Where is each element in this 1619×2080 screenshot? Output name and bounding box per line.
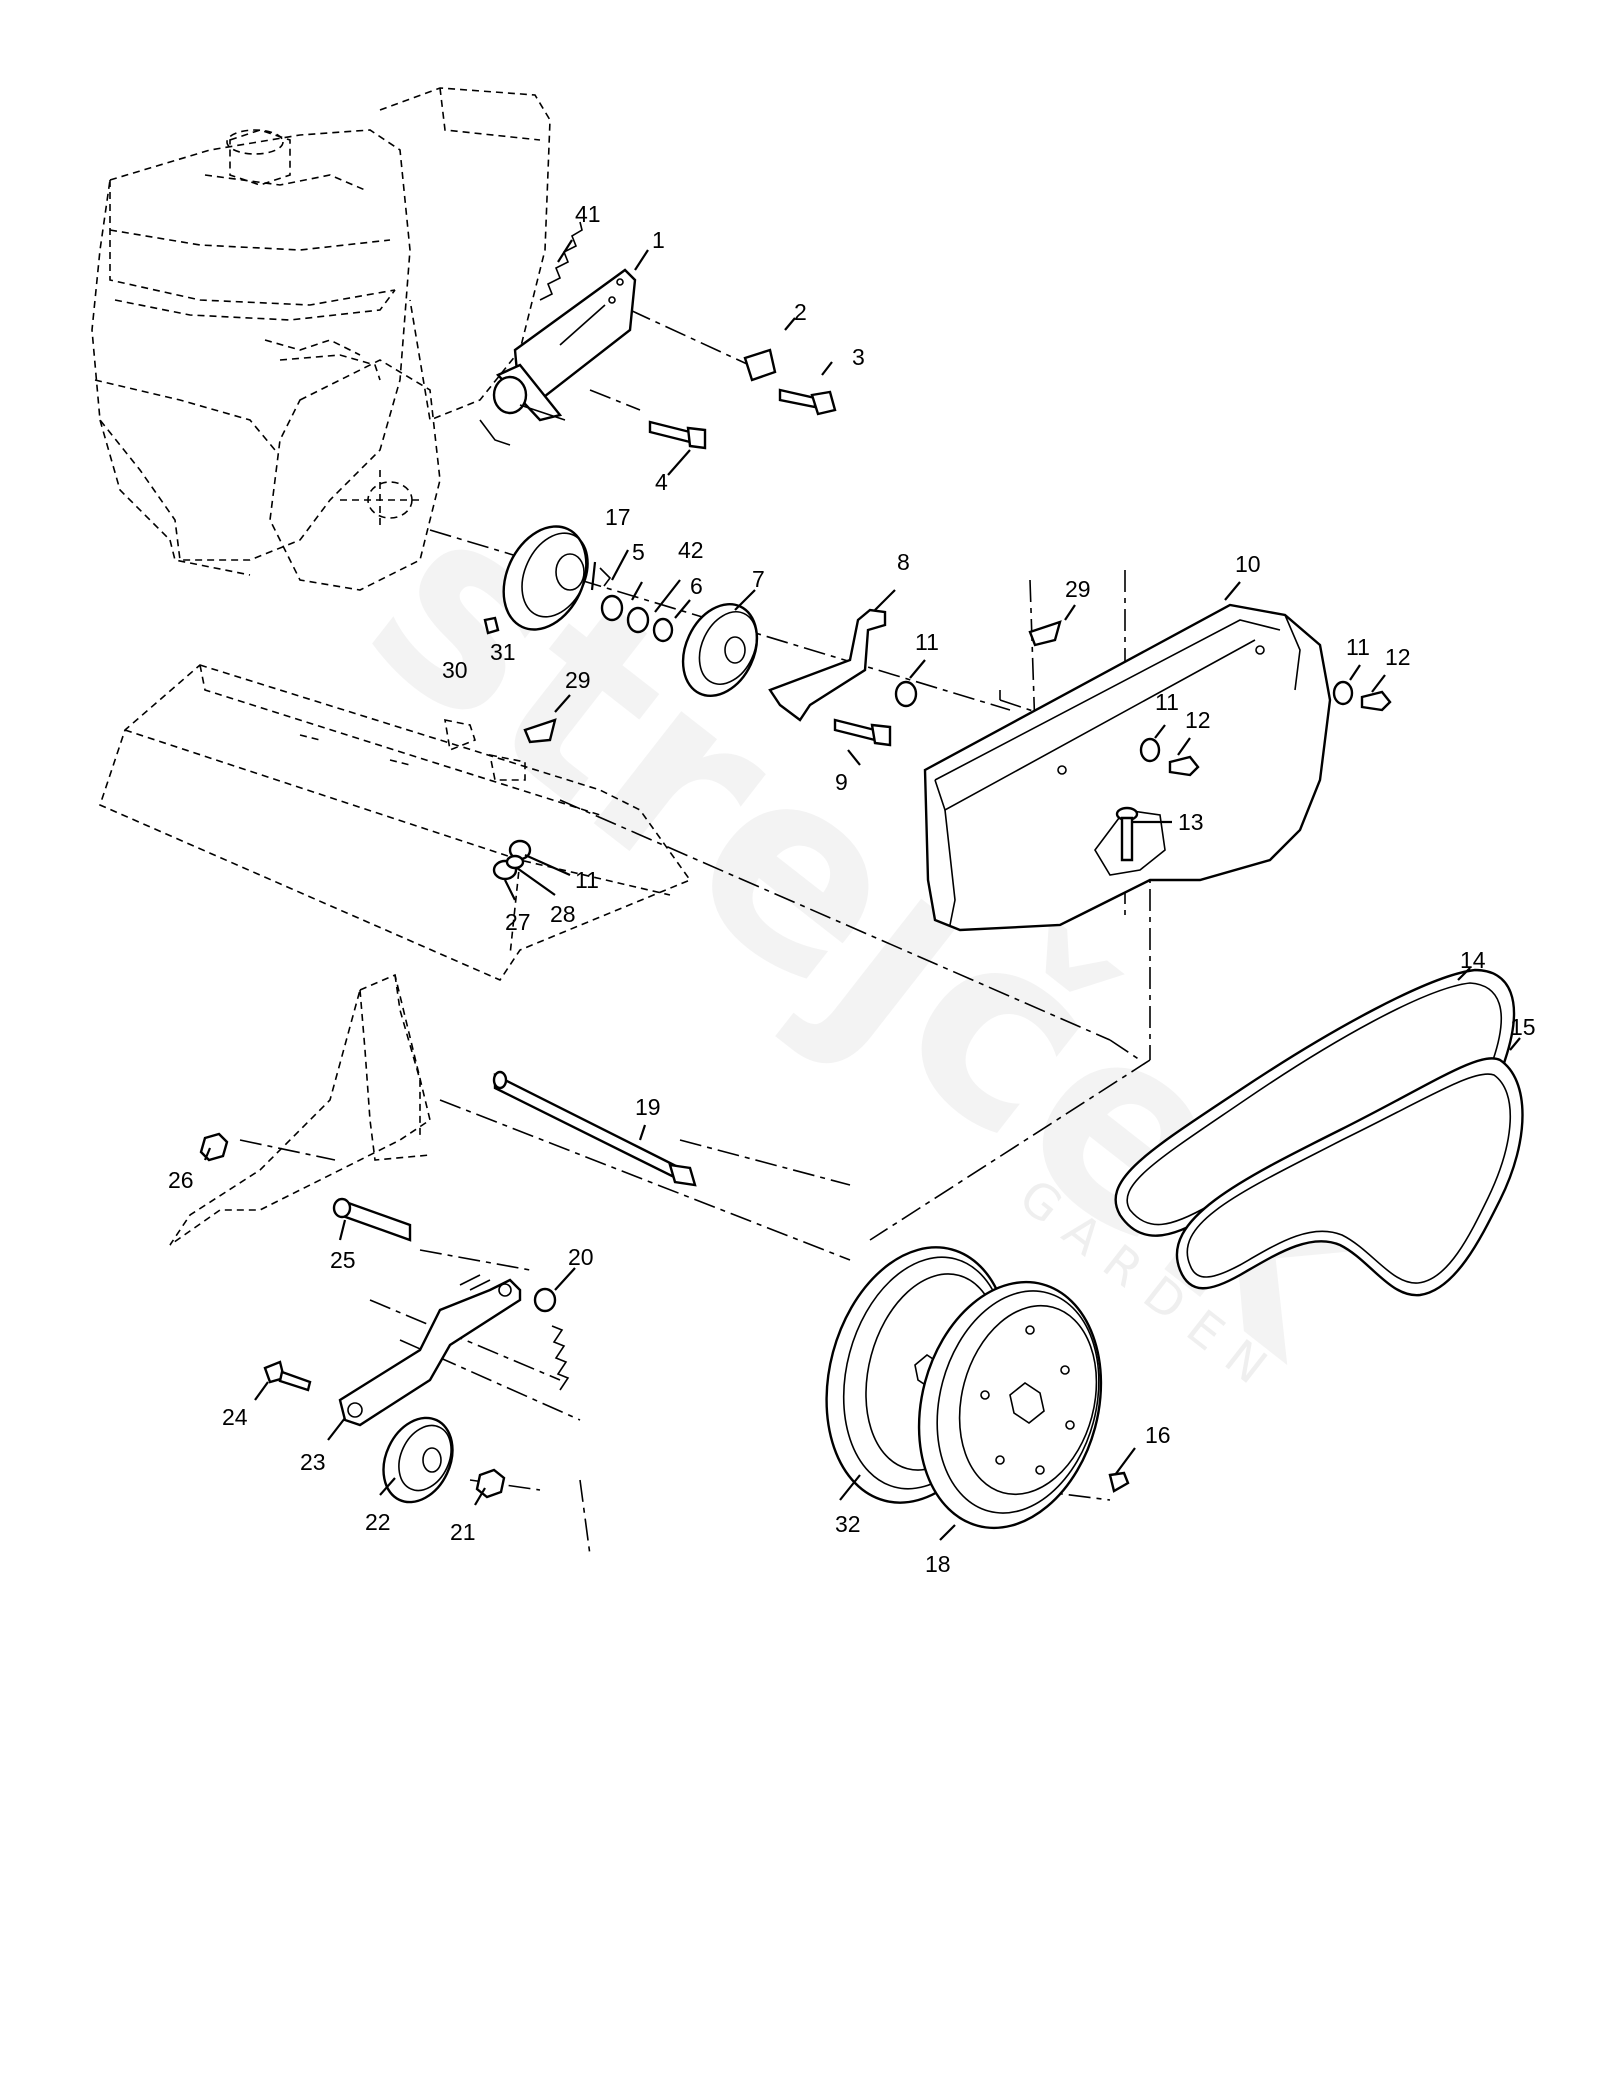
part-9-bolt (833, 718, 892, 747)
callout-9: 9 (835, 769, 848, 795)
callout-12-a: 12 (1185, 707, 1211, 733)
callout-3: 3 (852, 344, 865, 370)
part-1-bracket (479, 268, 637, 446)
part-12-screw-a (1168, 755, 1200, 777)
part-23-arm (338, 1274, 522, 1427)
part-16-clip (1108, 1471, 1130, 1493)
part-42-washer (626, 606, 650, 634)
callout-42: 42 (678, 537, 704, 563)
callout-11-a: 11 (915, 629, 939, 655)
callout-22: 22 (365, 1509, 391, 1535)
callout-labels: 41 1 2 3 4 17 5 42 6 7 8 29 10 11 11 12 … (168, 201, 1536, 1577)
callout-27: 27 (505, 909, 531, 935)
callout-23: 23 (300, 1449, 326, 1475)
callout-18: 18 (925, 1551, 951, 1577)
part-28-washer (505, 854, 525, 870)
part-41-spring (539, 221, 583, 301)
part-29-clip-b (523, 718, 557, 744)
callout-20: 20 (568, 1244, 594, 1270)
callout-41: 41 (575, 201, 601, 227)
watermark-brand: strejček (318, 449, 1435, 1415)
callout-21: 21 (450, 1519, 476, 1545)
callout-7: 7 (752, 566, 765, 592)
part-11-washer-c (1332, 680, 1354, 706)
callout-26: 26 (168, 1167, 194, 1193)
part-26-nut (199, 1132, 229, 1162)
callout-13: 13 (1178, 809, 1204, 835)
callout-19: 19 (635, 1094, 661, 1120)
part-11-washer-b (1139, 737, 1161, 763)
callout-10: 10 (1235, 551, 1261, 577)
callout-24: 24 (222, 1404, 248, 1430)
part-2-clip (743, 348, 777, 382)
part-11-washer-a (894, 680, 918, 708)
part-15-belt (1175, 1057, 1524, 1297)
part-30-pin (483, 616, 500, 635)
part-13-pin (1115, 806, 1139, 862)
assembly-lines (239, 309, 1181, 1556)
callout-12-b: 12 (1385, 644, 1411, 670)
frame-outline (169, 973, 431, 1246)
callout-29-bottom: 29 (565, 667, 591, 693)
callout-1: 1 (652, 227, 665, 253)
callout-29-top: 29 (1065, 576, 1091, 602)
part-3-bolt (778, 388, 837, 416)
part-4-bolt (648, 420, 707, 450)
belt-cover (923, 603, 1332, 932)
part-22-pulley (382, 1416, 454, 1504)
part-25-shaft (332, 1197, 412, 1242)
callout-14: 14 (1460, 947, 1486, 973)
callout-32: 32 (835, 1511, 861, 1537)
engine-outline (91, 87, 551, 591)
callout-31: 31 (490, 639, 516, 665)
callout-2: 2 (794, 299, 807, 325)
part-29-clip-a (1028, 620, 1062, 647)
part-6-washer (652, 617, 674, 643)
part-12-screw-b (1360, 690, 1392, 712)
part-18-pulley (917, 1280, 1103, 1530)
callout-5: 5 (632, 539, 645, 565)
callout-15: 15 (1510, 1014, 1536, 1040)
callout-17: 17 (605, 504, 631, 530)
callout-11-d: 11 (575, 867, 599, 893)
callout-16: 16 (1145, 1422, 1171, 1448)
part-5-nut (600, 594, 624, 622)
callout-8: 8 (897, 549, 910, 575)
leader-lines (203, 239, 1521, 1541)
part-20-spacer (533, 1287, 557, 1313)
part-31-pulley (502, 525, 589, 631)
part-8-bracket (768, 608, 887, 722)
callout-11-b: 11 (1155, 689, 1179, 715)
callout-30: 30 (442, 657, 468, 683)
part-17-key (599, 567, 612, 587)
callout-25: 25 (330, 1247, 356, 1273)
callout-11-c: 11 (1346, 634, 1370, 660)
watermark: strejček GARDEN (318, 449, 1435, 1415)
callout-4: 4 (655, 469, 668, 495)
part-spring-arm (551, 1325, 570, 1391)
callout-28: 28 (550, 901, 576, 927)
tiller-hood-outline (99, 664, 692, 982)
callout-6: 6 (690, 573, 703, 599)
part-19-shaft (492, 1070, 697, 1187)
part-24-bolt (263, 1360, 312, 1392)
part-7-pulley (681, 602, 759, 698)
